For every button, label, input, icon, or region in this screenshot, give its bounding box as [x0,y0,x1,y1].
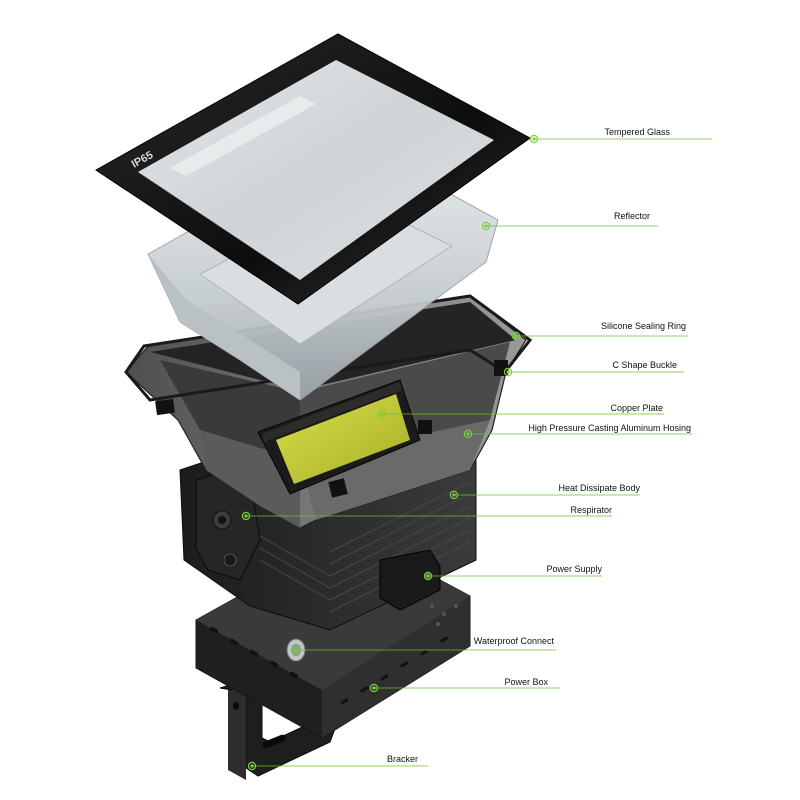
callout-c-shape-buckle: C Shape Buckle [503,360,684,377]
callout-label-power-supply: Power Supply [546,564,602,574]
callout-dot-copper-plate [377,409,387,419]
callout-respirator: Respirator [241,505,612,521]
callout-dot-center-c-shape-buckle [506,370,510,374]
callout-dot-heat-dissipate-body [449,490,459,500]
callout-dot-c-shape-buckle [503,367,513,377]
callout-label-housing: High Pressure Casting Aluminum Hosing [528,423,691,433]
callout-power-box: Power Box [369,677,560,693]
callout-bracker: Bracker [247,754,428,771]
callout-dot-center-waterproof-connect [294,648,298,652]
tempered-glass: IP65 [95,33,531,305]
callout-label-waterproof-connect: Waterproof Connect [474,636,555,646]
callout-dot-center-respirator [244,514,248,518]
callout-label-silicone-sealing-ring: Silicone Sealing Ring [601,321,686,331]
copper-plate [257,379,421,495]
callout-dot-center-bracker [250,764,254,768]
bracket [219,681,337,780]
callout-dot-respirator [241,511,251,521]
callout-dot-reflector [481,221,491,231]
callout-label-reflector: Reflector [614,211,650,221]
callout-dot-tempered-glass [529,134,539,144]
callout-dot-housing [463,429,473,439]
callout-label-power-box: Power Box [504,677,548,687]
callout-dot-center-housing [466,432,470,436]
callout-power-supply: Power Supply [423,564,602,581]
callout-dot-center-copper-plate [380,412,384,416]
callout-dot-power-box [369,683,379,693]
callout-label-bracker: Bracker [387,754,418,764]
callout-label-copper-plate: Copper Plate [610,403,663,413]
callout-copper-plate: Copper Plate [377,403,664,419]
callout-tempered-glass: Tempered Glass [529,127,712,144]
callout-dot-center-power-box [372,686,376,690]
callout-label-tempered-glass: Tempered Glass [604,127,670,137]
callout-dot-center-reflector [484,224,488,228]
callout-silicone-sealing-ring: Silicone Sealing Ring [511,321,688,341]
callout-label-c-shape-buckle: C Shape Buckle [612,360,677,370]
callout-heat-dissipate-body: Heat Dissipate Body [449,483,640,500]
respirator-block [195,469,261,581]
callout-label-heat-dissipate-body: Heat Dissipate Body [558,483,640,493]
callout-dot-center-tempered-glass [532,137,536,141]
callout-dot-center-heat-dissipate-body [452,493,456,497]
callout-reflector: Reflector [481,211,658,231]
power-supply [379,549,441,611]
callout-housing: High Pressure Casting Aluminum Hosing [463,423,692,439]
callout-dot-center-power-supply [426,574,430,578]
callout-dot-bracker [247,761,257,771]
callout-label-respirator: Respirator [570,505,612,515]
callout-dot-silicone-sealing-ring [511,331,521,341]
callout-waterproof-connect: Waterproof Connect [291,636,556,655]
callout-dot-power-supply [423,571,433,581]
callout-dot-center-silicone-sealing-ring [514,334,518,338]
callout-dot-waterproof-connect [291,645,301,655]
